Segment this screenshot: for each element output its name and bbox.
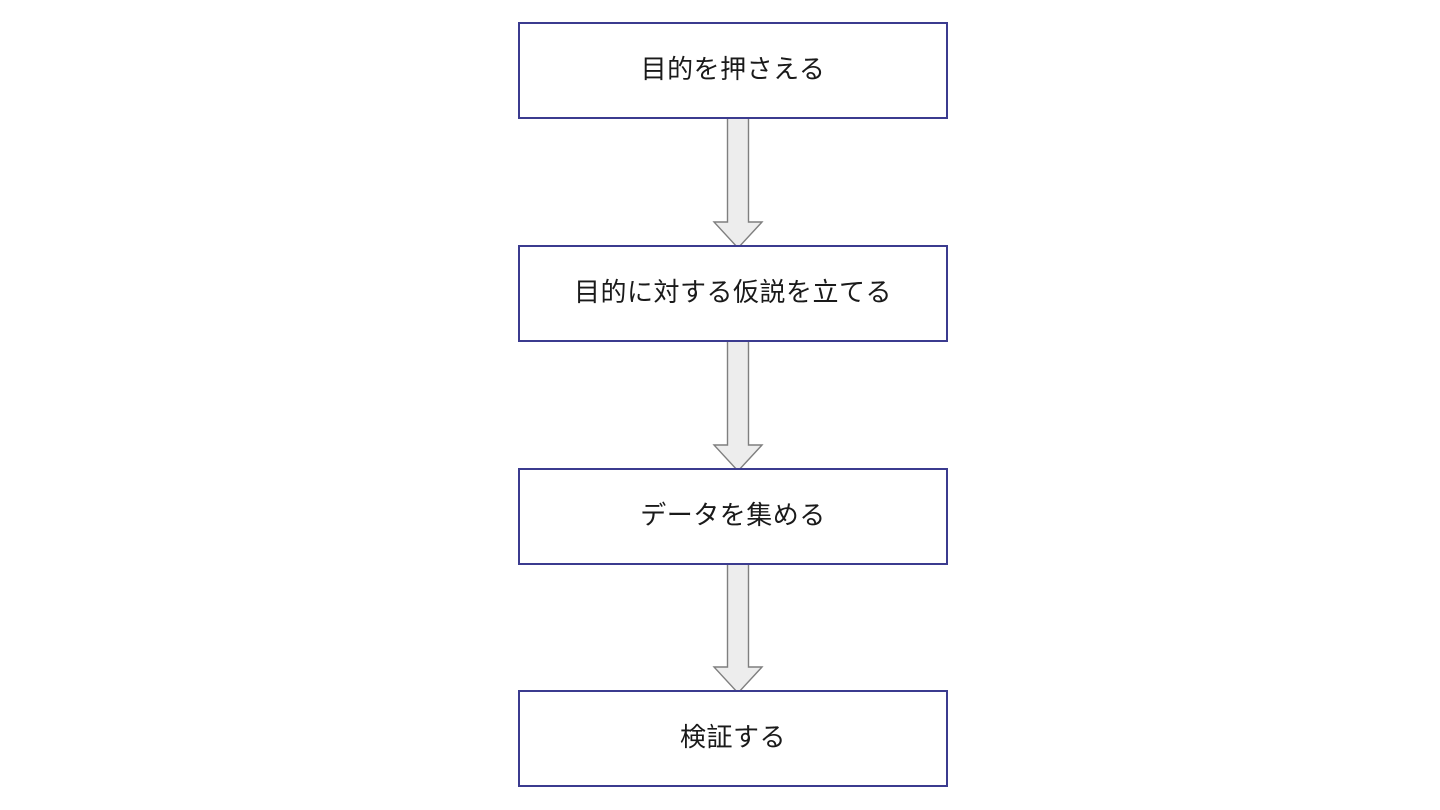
flowchart-node-label: データを集める <box>640 501 826 532</box>
down-arrow-icon <box>712 563 764 694</box>
flowchart-arrow-3 <box>712 563 764 694</box>
down-arrow-icon <box>712 340 764 472</box>
flowchart-node-step-4[interactable]: 検証する <box>518 690 948 787</box>
flowchart-node-label: 目的に対する仮説を立てる <box>573 278 892 309</box>
flowchart-node-step-3[interactable]: データを集める <box>518 468 948 565</box>
down-arrow-icon <box>712 117 764 249</box>
flowchart-node-step-1[interactable]: 目的を押さえる <box>518 22 948 119</box>
flowchart-arrow-2 <box>712 340 764 472</box>
flowchart-node-label: 検証する <box>679 723 786 754</box>
flowchart-arrow-1 <box>712 117 764 249</box>
flowchart-node-label: 目的を押さえる <box>640 55 826 86</box>
flowchart-node-step-2[interactable]: 目的に対する仮説を立てる <box>518 245 948 342</box>
